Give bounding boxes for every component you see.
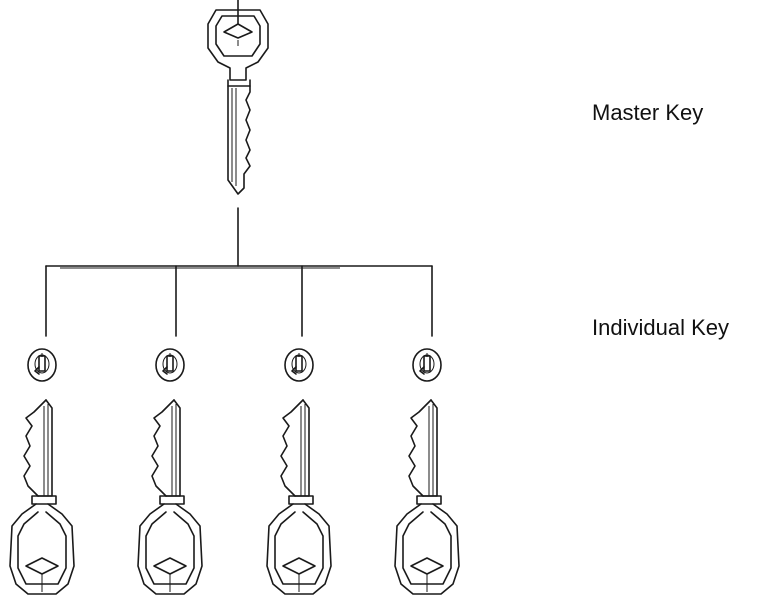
key-icon: [394, 399, 460, 595]
key-icon: [137, 399, 203, 595]
individual-key-3: [266, 348, 332, 595]
individual-key-1: [9, 348, 75, 595]
key-icon: [266, 399, 332, 595]
lock-cylinder-icon: [27, 348, 57, 382]
lock-cylinder-icon: [284, 348, 314, 382]
key-icon: [9, 399, 75, 595]
tree-connectors: [45, 207, 433, 337]
master-key: [207, 0, 269, 195]
master-key-label: Master Key: [592, 100, 704, 125]
lock-cylinder-icon: [155, 348, 185, 382]
individual-key-label: Individual Key: [592, 315, 729, 340]
lock-cylinder-icon: [412, 348, 442, 382]
individual-key-4: [394, 348, 460, 595]
individual-key-2: [137, 348, 203, 595]
